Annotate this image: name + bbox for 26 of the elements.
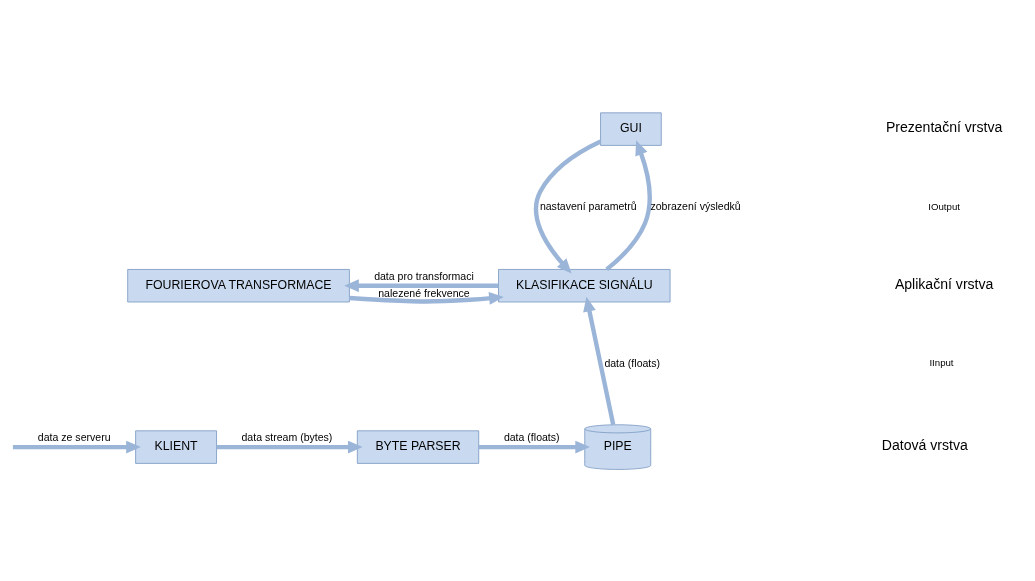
arrow xyxy=(583,296,616,426)
node-box: KLASIFIKACE SIGNÁLU xyxy=(498,269,671,303)
edge-label: data ze serveru xyxy=(37,431,111,444)
edge-label: data pro transformaci xyxy=(374,270,474,283)
label: Prezentační vrstva xyxy=(885,119,1003,136)
arrow xyxy=(216,440,363,454)
label: IOutput xyxy=(928,200,960,212)
edge-label: zobrazení výsledků xyxy=(650,200,741,213)
arrow xyxy=(12,440,141,454)
arrow xyxy=(533,139,602,274)
arrow xyxy=(349,291,504,305)
arrow xyxy=(605,140,652,272)
arrow xyxy=(478,440,591,454)
edge-label: nastavení parametrů xyxy=(539,200,637,213)
edge-label: data stream (bytes) xyxy=(241,431,333,444)
label: IInput xyxy=(929,357,954,369)
edge-label: data (floats) xyxy=(604,356,661,369)
label: Datová vrstva xyxy=(881,437,968,454)
node-box: FOURIEROVA TRANSFORMACE xyxy=(127,269,350,303)
node-box: GUI xyxy=(600,112,662,146)
node-box: KLIENT xyxy=(135,430,217,464)
arrow xyxy=(344,279,499,293)
edge-label: data (floats) xyxy=(503,431,560,444)
edge-label: nalezené frekvence xyxy=(378,286,470,299)
node-box: BYTE PARSER xyxy=(356,430,480,464)
label: Aplikační vrstva xyxy=(894,276,994,293)
